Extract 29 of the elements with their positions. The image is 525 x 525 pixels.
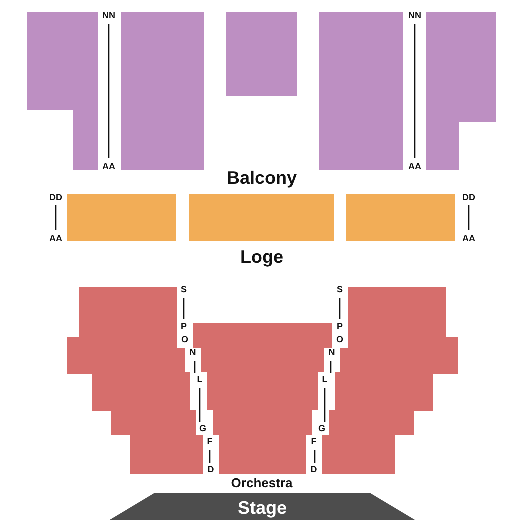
- row-letter: S: [181, 286, 187, 294]
- row-letter: DD: [50, 194, 62, 202]
- row-letter: O: [336, 336, 344, 344]
- stage-platform: [110, 493, 415, 520]
- row-letter: AA: [462, 234, 476, 244]
- row-letter: F: [207, 438, 213, 446]
- row-letter: N: [190, 348, 196, 358]
- row-letter: AA: [50, 234, 62, 244]
- row-letter: DD: [462, 194, 476, 202]
- row-letter: L: [322, 376, 328, 384]
- row-letter: P: [181, 322, 187, 332]
- row-letter: F: [311, 438, 317, 446]
- row-letter: NN: [408, 12, 422, 20]
- section-title: Orchestra: [231, 476, 293, 490]
- row-letter: G: [318, 424, 326, 434]
- stage-label: Stage: [238, 498, 288, 516]
- row-letter: D: [208, 466, 214, 474]
- section-title: Loge: [240, 248, 284, 266]
- row-letter: O: [182, 336, 188, 344]
- row-letter: L: [197, 376, 203, 384]
- row-letter: N: [328, 348, 336, 358]
- section-title: Balcony: [226, 169, 298, 187]
- row-letter: P: [337, 322, 343, 332]
- row-letter: AA: [408, 162, 422, 172]
- row-letter: S: [337, 286, 343, 294]
- row-letter: NN: [102, 12, 116, 20]
- row-letter: AA: [102, 162, 116, 172]
- row-letter: G: [200, 424, 206, 434]
- row-letter: D: [310, 466, 318, 474]
